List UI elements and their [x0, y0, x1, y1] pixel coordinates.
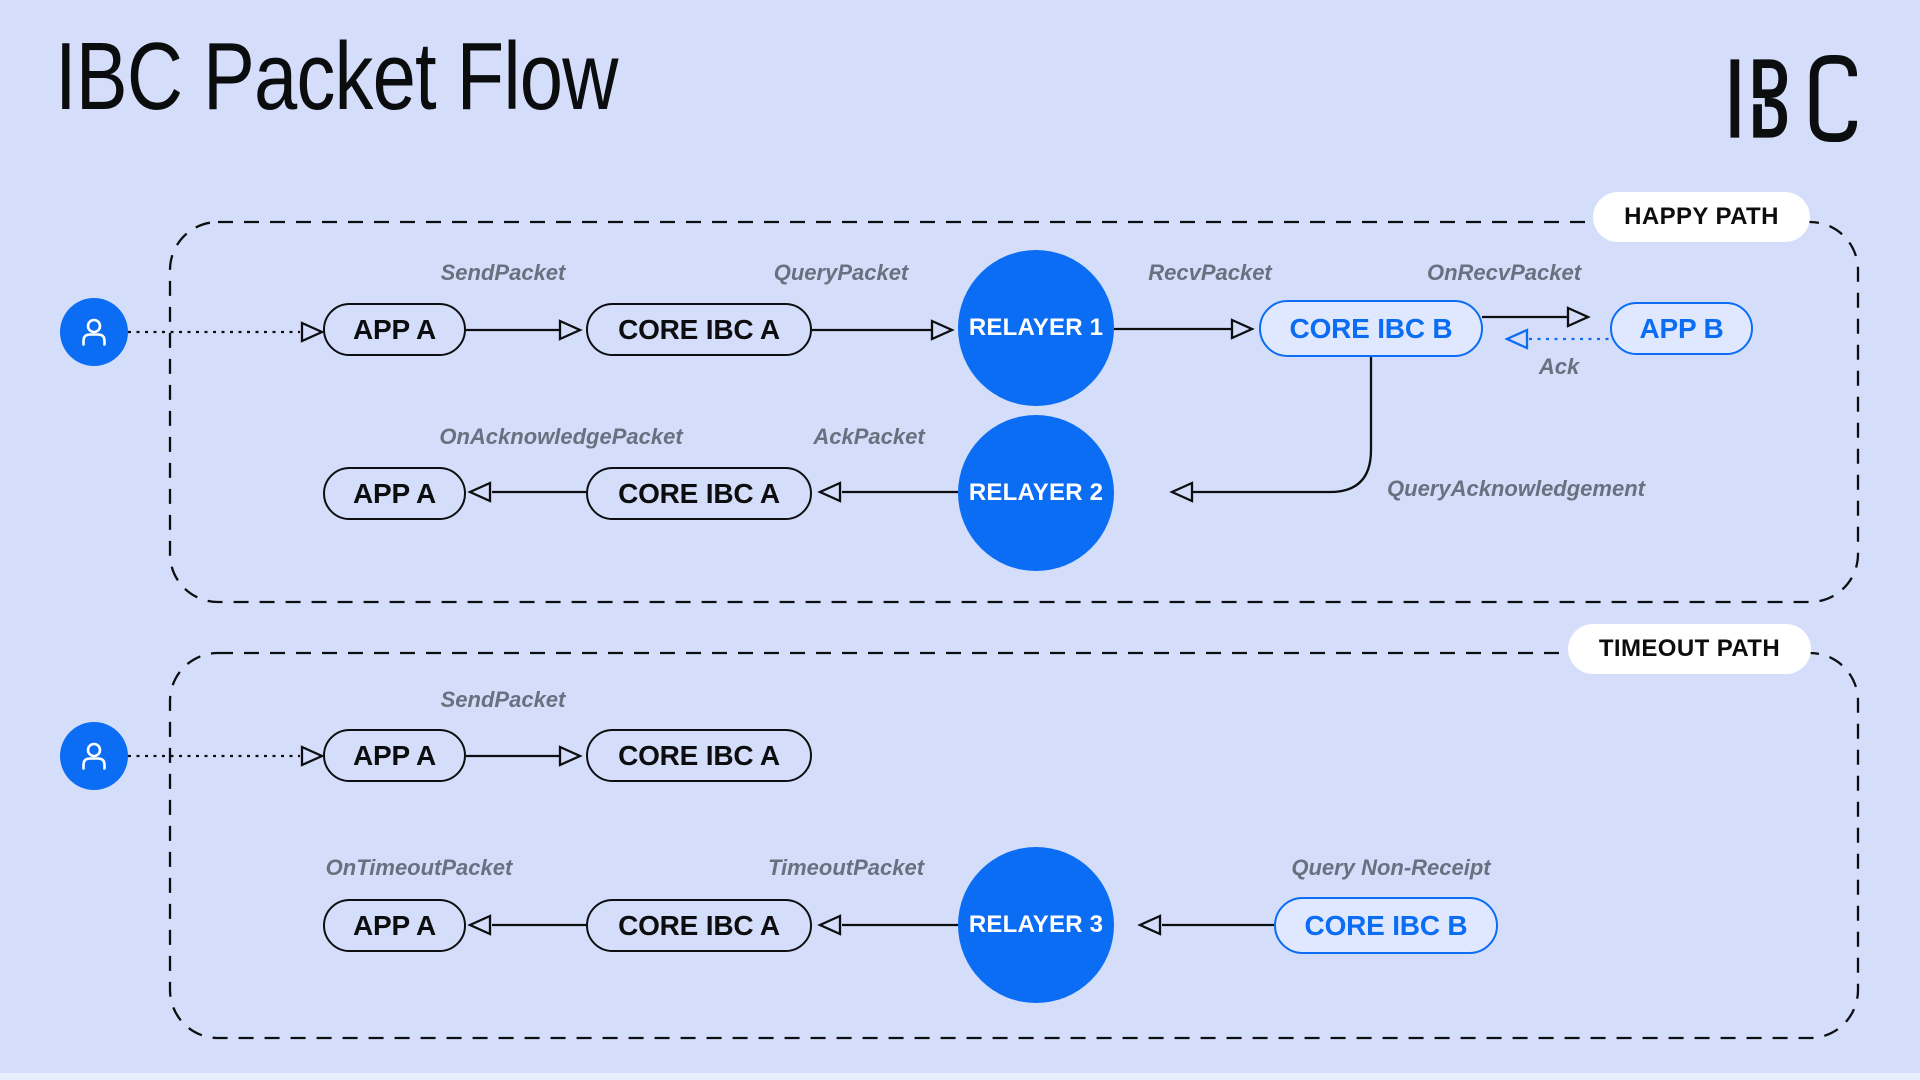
node-app-a: APP A	[323, 303, 466, 356]
happy-path-border	[168, 220, 1860, 604]
timeout-path-badge: TIMEOUT PATH	[1568, 624, 1811, 674]
arrow-ack-packet	[817, 481, 958, 503]
label-on-timeout-packet: OnTimeoutPacket	[325, 855, 513, 880]
node-relayer-1: RELAYER 1	[958, 250, 1114, 406]
label-ack-packet: AckPacket	[813, 424, 925, 449]
ibc-logo	[1730, 55, 1857, 142]
page-title: IBC Packet Flow	[55, 23, 618, 130]
arrow-ack	[1504, 328, 1610, 350]
node-app-b: APP B	[1610, 302, 1753, 355]
node-app-a: APP A	[323, 467, 466, 520]
logo-letter-c	[1809, 55, 1857, 142]
arrow-query-non-receipt	[1137, 914, 1274, 936]
label-send-packet: SendPacket	[440, 260, 566, 285]
label-timeout-packet: TimeoutPacket	[767, 855, 925, 880]
arrow-on-recv-packet	[1482, 306, 1591, 328]
node-core-ibc-a: CORE IBC A	[586, 729, 812, 782]
node-core-ibc-b: CORE IBC B	[1274, 897, 1498, 954]
arrow-query-acknowledgement	[1169, 357, 1373, 503]
node-core-ibc-a: CORE IBC A	[586, 467, 812, 520]
label-recv-packet: RecvPacket	[1148, 260, 1272, 285]
node-core-ibc-b: CORE IBC B	[1259, 300, 1483, 357]
page-bottom-edge	[0, 1073, 1920, 1080]
label-query-packet: QueryPacket	[773, 260, 909, 285]
label-query-acknowledgement: QueryAcknowledgement	[1387, 476, 1645, 501]
happy-path-badge: HAPPY PATH	[1593, 192, 1810, 242]
arrow-timeout-packet	[817, 914, 958, 936]
arrow-user-to-app-a-timeout	[128, 745, 325, 767]
user-avatar	[60, 722, 128, 790]
arrow-send-packet-timeout	[466, 745, 583, 767]
label-on-recv-packet: OnRecvPacket	[1426, 260, 1582, 285]
label-query-non-receipt: Query Non-Receipt	[1291, 855, 1491, 880]
user-icon	[82, 742, 106, 770]
node-core-ibc-a: CORE IBC A	[586, 303, 812, 356]
logo-letter-b-top	[1753, 59, 1788, 99]
label-send-packet: SendPacket	[440, 687, 566, 712]
node-core-ibc-a: CORE IBC A	[586, 899, 812, 952]
logo-letter-b-bottom	[1753, 98, 1788, 138]
label-on-acknowledge-packet: OnAcknowledgePacket	[439, 424, 683, 449]
node-relayer-3: RELAYER 3	[958, 847, 1114, 1003]
user-avatar	[60, 298, 128, 366]
arrow-send-packet	[466, 319, 583, 341]
arrow-query-packet	[812, 319, 955, 341]
arrow-user-to-app-a	[128, 321, 325, 343]
user-icon	[82, 318, 106, 346]
arrow-on-timeout-packet	[467, 914, 586, 936]
arrow-recv-packet	[1114, 318, 1255, 340]
arrow-on-acknowledge-packet	[467, 481, 586, 503]
node-app-a: APP A	[323, 729, 466, 782]
label-ack: Ack	[1538, 354, 1580, 379]
node-app-a: APP A	[323, 899, 466, 952]
node-relayer-2: RELAYER 2	[958, 415, 1114, 571]
